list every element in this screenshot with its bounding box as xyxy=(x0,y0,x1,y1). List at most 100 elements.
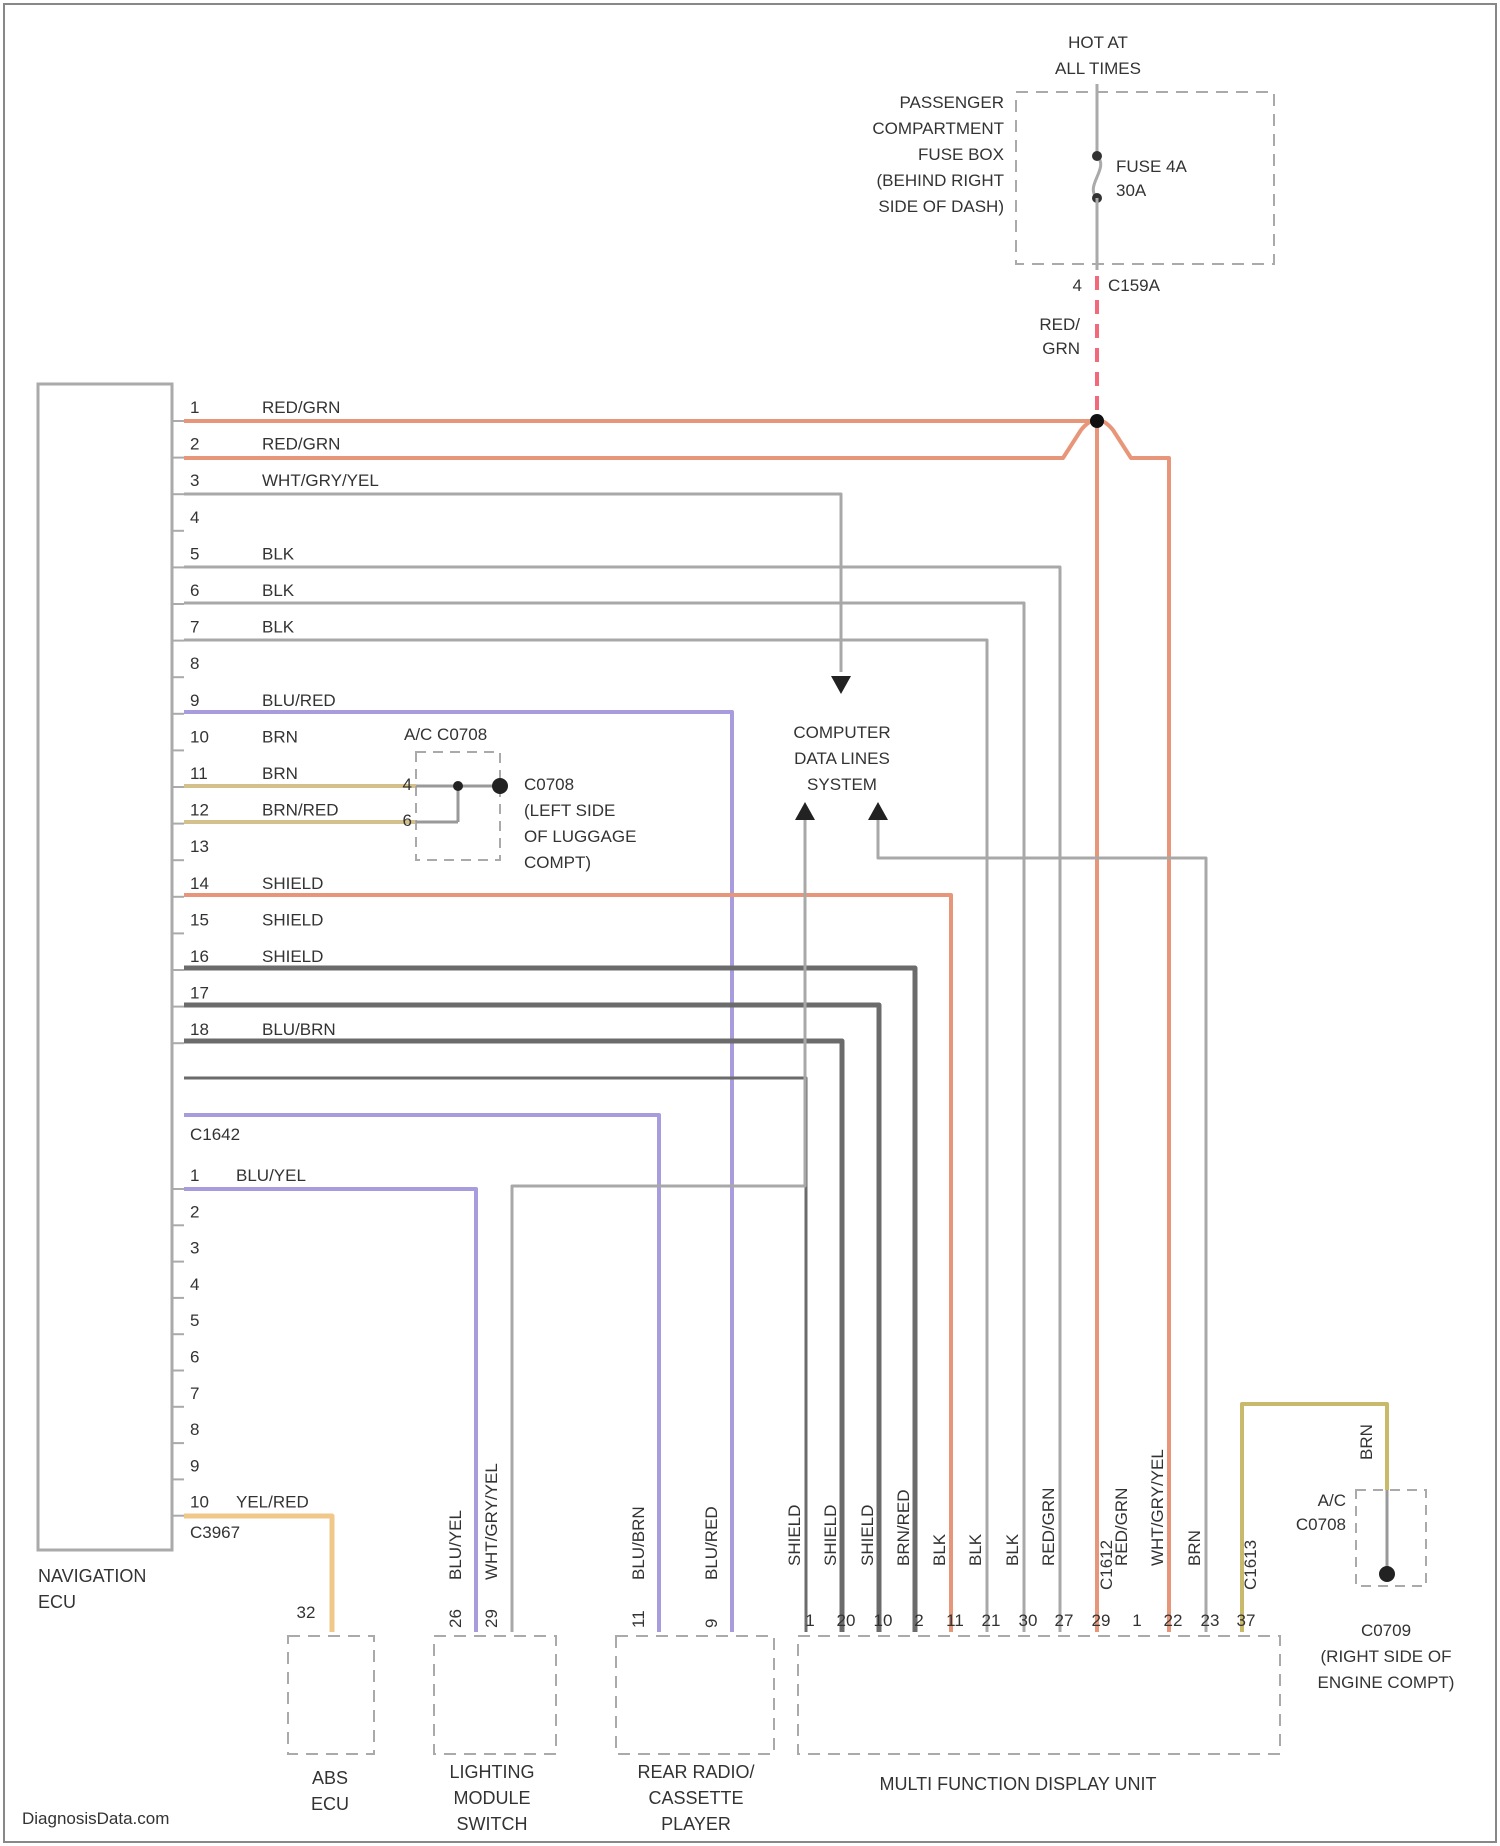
lighting-label-2: MODULE xyxy=(453,1788,530,1808)
ecu-pin-number: 4 xyxy=(190,508,199,527)
radio-wire-2: BLU/RED xyxy=(702,1506,721,1580)
ground-right-line-1: C0709 xyxy=(1361,1621,1411,1640)
mfd-pin-number: 23 xyxy=(1201,1611,1220,1630)
data-lines-line-3: SYSTEM xyxy=(807,775,877,794)
ground-left-pin-1: 4 xyxy=(403,775,412,794)
radio-pin-1: 11 xyxy=(629,1610,648,1628)
fuse-box-line-2: COMPARTMENT xyxy=(872,119,1004,138)
ac-connector-right-2: C0708 xyxy=(1296,1515,1346,1534)
ecu-pin-wire-color: BLU/BRN xyxy=(262,1020,336,1039)
mfd-wire-color: BRN/RED xyxy=(894,1489,913,1566)
ecu-pin-wire-color: SHIELD xyxy=(262,874,323,893)
mfd-pin-number: 27 xyxy=(1055,1611,1074,1630)
mfd-pin-number: 1 xyxy=(1132,1611,1141,1630)
ecu-pin-number: 2 xyxy=(190,1202,199,1221)
hot-at-label: HOT AT xyxy=(1068,33,1128,52)
ecu-pin-wire-color: SHIELD xyxy=(262,910,323,929)
ecu-pin-wire-color: YEL/RED xyxy=(236,1493,309,1512)
ecu-pin-wire-color: SHIELD xyxy=(262,947,323,966)
mfd-label: MULTI FUNCTION DISPLAY UNIT xyxy=(879,1774,1156,1794)
ecu-pin-number: 10 xyxy=(190,727,209,746)
ecu-pin-number: 7 xyxy=(190,1384,199,1403)
radio-label-1: REAR RADIO/ xyxy=(637,1762,754,1782)
ecu-pin-wire-color: BRN/RED xyxy=(262,801,339,820)
ecu-pin-number: 8 xyxy=(190,1420,199,1439)
mfd-pin-number: 22 xyxy=(1164,1611,1183,1630)
mfd-wire-color: BLK xyxy=(930,1533,949,1566)
abs-pin: 32 xyxy=(297,1603,316,1622)
navigation-ecu-label-1: NAVIGATION xyxy=(38,1566,146,1586)
ecu-pin-number: 15 xyxy=(190,910,209,929)
mfd-wire-color: RED/GRN xyxy=(1039,1488,1058,1566)
lighting-label-3: SWITCH xyxy=(457,1814,528,1834)
ecu-pin-number: 3 xyxy=(190,471,199,490)
ecu-pin-wire-color: WHT/GRY/YEL xyxy=(262,471,379,490)
ecu-pin-wire-color: BLK xyxy=(262,544,295,563)
ecu-pin-number: 8 xyxy=(190,654,199,673)
all-times-label: ALL TIMES xyxy=(1055,59,1141,78)
ecu-pin-wire-color: BLU/YEL xyxy=(236,1166,306,1185)
ecu-pin-number: 1 xyxy=(190,1166,199,1185)
mfd-pin-number: 21 xyxy=(982,1611,1001,1630)
ground-right-point xyxy=(1379,1566,1395,1582)
data-lines-line-2: DATA LINES xyxy=(794,749,890,768)
ecu-pin-number: 1 xyxy=(190,398,199,417)
ground-left-pin-2: 6 xyxy=(403,811,412,830)
lighting-label-1: LIGHTING xyxy=(449,1762,534,1782)
mfd-wire-color: BLK xyxy=(1003,1533,1022,1566)
feed-color-2: GRN xyxy=(1042,339,1080,358)
ground-left-line-1: C0708 xyxy=(524,775,574,794)
fuse-box-line-4: (BEHIND RIGHT xyxy=(877,171,1005,190)
mfd-connector-1: C1612 xyxy=(1097,1540,1116,1590)
fuse-box-line-3: FUSE BOX xyxy=(918,145,1004,164)
ecu-pin-number: 2 xyxy=(190,435,199,454)
ecu-connector-1-name: C1642 xyxy=(190,1125,240,1144)
ground-right-line-2: (RIGHT SIDE OF xyxy=(1321,1647,1452,1666)
radio-label-3: PLAYER xyxy=(661,1814,731,1834)
ground-left-line-4: COMPT) xyxy=(524,853,591,872)
radio-pin-2: 9 xyxy=(702,1619,721,1628)
ac-connector-left-label: A/C C0708 xyxy=(404,725,487,744)
ground-right-wire: BRN xyxy=(1357,1424,1376,1460)
mfd-pin-number: 11 xyxy=(946,1611,964,1630)
mfd-pin-number: 10 xyxy=(874,1611,893,1630)
navigation-ecu-label-2: ECU xyxy=(38,1592,76,1612)
ecu-pin-number: 12 xyxy=(190,801,209,820)
ecu-pin-number: 11 xyxy=(190,764,208,783)
lighting-wire-1: BLU/YEL xyxy=(446,1510,465,1580)
lighting-pin-2: 29 xyxy=(482,1609,501,1628)
fuse-pin: 4 xyxy=(1073,276,1082,295)
ecu-pin-wire-color: BLK xyxy=(262,618,295,637)
mfd-wire-color: WHT/GRY/YEL xyxy=(1148,1449,1167,1566)
data-lines-line-1: COMPUTER xyxy=(793,723,890,742)
ecu-pin-number: 9 xyxy=(190,691,199,710)
splice-point xyxy=(1090,414,1104,428)
ecu-pin-number: 3 xyxy=(190,1239,199,1258)
ecu-pin-wire-color: BLK xyxy=(262,581,295,600)
mfd-connector-2: C1613 xyxy=(1241,1540,1260,1590)
ecu-pin-number: 14 xyxy=(190,874,209,893)
ecu-pin-wire-color: RED/GRN xyxy=(262,398,340,417)
ecu-pin-number: 10 xyxy=(190,1493,209,1512)
ecu-pin-number: 5 xyxy=(190,1311,199,1330)
fuse-name: FUSE 4A xyxy=(1116,157,1188,176)
mfd-wire-color: SHIELD xyxy=(858,1505,877,1566)
ground-left-line-3: OF LUGGAGE xyxy=(524,827,636,846)
ecu-pin-wire-color: RED/GRN xyxy=(262,435,340,454)
radio-label-2: CASSETTE xyxy=(648,1788,743,1808)
mfd-wire-color: SHIELD xyxy=(821,1505,840,1566)
ac-connector-right-1: A/C xyxy=(1318,1491,1346,1510)
mfd-wire-color: BLK xyxy=(966,1533,985,1566)
ecu-pin-number: 7 xyxy=(190,618,199,637)
ecu-pin-number: 18 xyxy=(190,1020,209,1039)
mfd-wire-color: BRN xyxy=(1185,1530,1204,1566)
ecu-pin-number: 6 xyxy=(190,1348,199,1367)
ecu-pin-number: 5 xyxy=(190,544,199,563)
fuse-rating: 30A xyxy=(1116,181,1147,200)
mfd-pin-number: 20 xyxy=(837,1611,856,1630)
watermark: DiagnosisData.com xyxy=(22,1809,169,1828)
ground-left-point xyxy=(492,778,508,794)
ecu-pin-wire-color: BLU/RED xyxy=(262,691,336,710)
ecu-pin-wire-color: BRN xyxy=(262,727,298,746)
